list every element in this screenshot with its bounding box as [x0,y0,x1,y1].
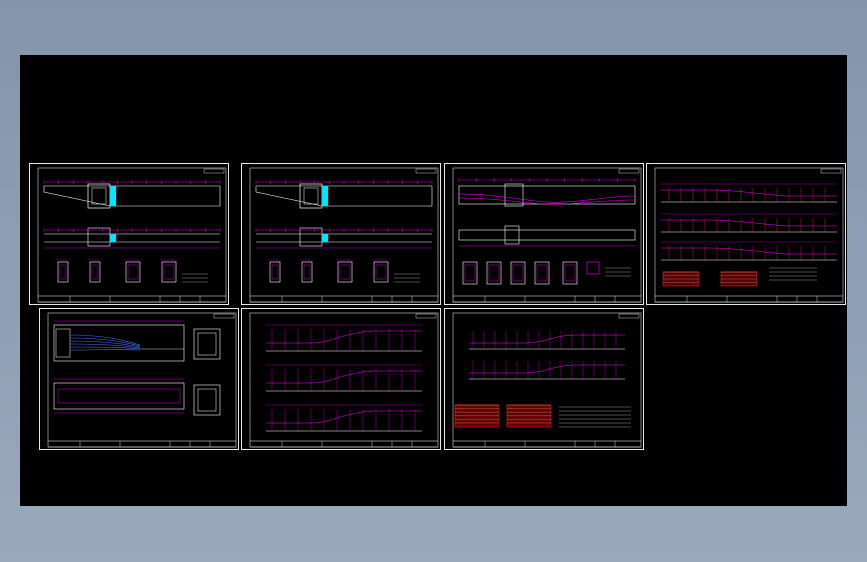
cad-rect [458,229,636,241]
cad-rect [303,264,311,280]
cad-rect [375,264,387,280]
cad-path [266,410,422,424]
cad-rect [486,261,502,285]
cad-rect [654,167,844,303]
drawing-sheet-5[interactable] [39,308,239,450]
cad-rect [53,324,185,362]
cad-rect [452,312,642,448]
cad-rect [203,168,225,174]
cad-rect [109,233,117,243]
cad-path [69,340,141,348]
cad-rect [37,167,227,303]
cad-rect [47,312,237,448]
cad-rect [57,261,69,283]
cad-path [69,337,141,347]
cad-rect [53,382,185,410]
cad-rect [337,261,353,283]
cad-path [266,330,422,344]
drawing-sheet-4[interactable] [646,163,846,305]
cad-rect [618,313,640,319]
sheet-4-drawing [654,167,844,303]
cad-rect [193,384,221,416]
cad-rect [464,264,476,282]
cad-path [255,185,433,207]
cad-rect [57,388,181,404]
drawing-sheet-6[interactable] [241,308,441,450]
sheet-1-drawing [37,167,227,303]
sheet-2-drawing [249,167,439,303]
cad-rect [512,264,524,282]
cad-rect [55,328,71,358]
cad-path [661,247,837,255]
drawing-canvas[interactable] [20,55,847,506]
cad-rect [373,261,389,283]
cad-path [266,370,422,384]
cad-path [661,189,837,197]
cad-rect [193,328,221,360]
cad-rect [321,185,329,207]
cad-path [661,219,837,227]
sheet-7-drawing [452,312,642,448]
cad-rect [299,183,323,209]
cad-rect [504,225,520,245]
cad-rect [87,227,111,247]
sheet-6-drawing [249,312,439,448]
drawing-sheet-1[interactable] [29,163,229,305]
cad-rect [618,168,640,174]
cad-path [43,185,221,207]
drawing-sheet-2[interactable] [241,163,441,305]
sheet-3-drawing [452,167,642,303]
cad-rect [415,313,437,319]
cad-rect [303,187,319,205]
cad-rect [301,261,313,283]
cad-path [69,334,141,346]
cad-rect [454,404,500,428]
cad-rect [415,168,437,174]
cad-rect [197,388,217,412]
cad-rect [462,261,478,285]
cad-rect [213,313,235,319]
cad-rect [536,264,548,282]
cad-rect [161,261,177,283]
cad-rect [87,183,111,209]
cad-rect [820,168,842,174]
drawing-sheet-3[interactable] [444,163,644,305]
cad-path [469,334,625,344]
cad-rect [504,183,524,207]
cad-rect [321,233,329,243]
cad-rect [452,167,642,303]
cad-rect [125,261,141,283]
cad-path [469,364,625,374]
cad-rect [249,167,439,303]
cad-rect [299,227,323,247]
cad-rect [506,404,552,428]
cad-path [69,343,141,349]
cad-rect [339,264,351,280]
cad-rect [91,264,99,280]
cad-rect [564,264,576,282]
cad-rect [562,261,578,285]
cad-rect [109,185,117,207]
cad-rect [510,261,526,285]
cad-rect [534,261,550,285]
cad-rect [271,264,279,280]
sheet-5-drawing [47,312,237,448]
cad-path [458,193,636,203]
drawing-sheet-7[interactable] [444,308,644,450]
cad-path [458,197,636,205]
cad-path [69,346,141,350]
cad-rect [91,187,107,205]
cad-rect [163,264,175,280]
cad-rect [249,312,439,448]
cad-rect [197,332,217,356]
cad-rect [127,264,139,280]
cad-rect [89,261,101,283]
cad-rect [586,261,600,275]
cad-rect [59,264,67,280]
cad-rect [269,261,281,283]
cad-rect [488,264,500,282]
